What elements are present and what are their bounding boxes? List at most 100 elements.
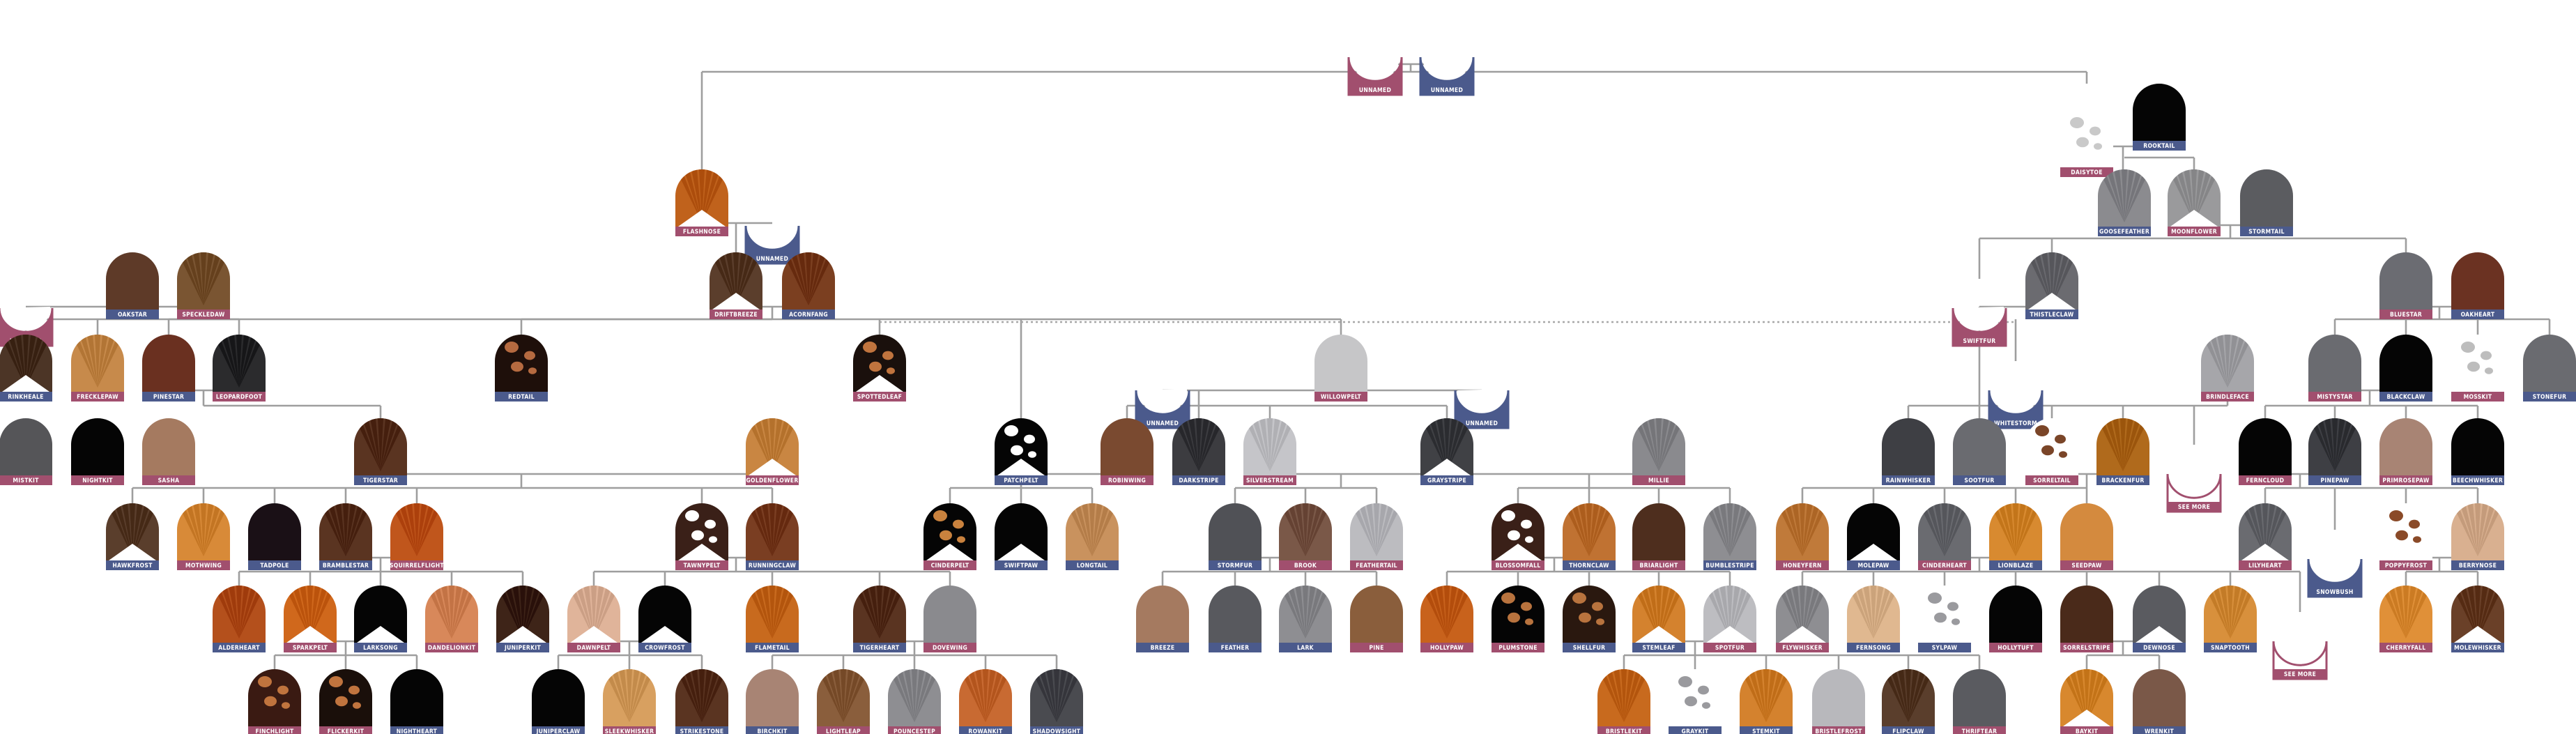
cat-node-u1[interactable]: UNNAMED	[1347, 56, 1403, 96]
cat-node-silverstream[interactable]: SILVERSTREAM	[1243, 418, 1296, 485]
cat-node-goosefeather[interactable]: GOOSEFEATHER	[2098, 169, 2151, 236]
cat-node-swiftfur[interactable]: SWIFTFUR	[1952, 307, 2007, 347]
cat-node-rainwhisker[interactable]: RAINWHISKER	[1882, 418, 1935, 485]
cat-node-sorreltail[interactable]: SORRELTAIL	[2025, 418, 2078, 485]
cat-node-frecklepaw[interactable]: FRECKLEPAW	[71, 335, 124, 402]
cat-node-seedpaw[interactable]: SEEDPAW	[2060, 503, 2113, 570]
cat-node-tigerstar[interactable]: TIGERSTAR	[354, 418, 407, 485]
cat-node-breeze[interactable]: BREEZE	[1136, 586, 1189, 652]
cat-node-tigerheart[interactable]: TIGERHEART	[853, 586, 906, 652]
cat-node-oakheart[interactable]: OAKHEART	[2451, 252, 2504, 319]
cat-node-snowbush[interactable]: SNOWBUSH	[2307, 558, 2363, 598]
cat-node-sleekwhisker[interactable]: SLEEKWHISKER	[603, 669, 656, 734]
cat-node-dandelionkit[interactable]: DANDELIONKIT	[425, 586, 478, 652]
cat-node-redtail[interactable]: REDTAIL	[495, 335, 548, 402]
cat-node-poppyfrost[interactable]: POPPYFROST	[2379, 503, 2432, 570]
cat-node-runningclaw[interactable]: RUNNINGCLAW	[746, 503, 799, 570]
cat-node-flametail[interactable]: FLAMETAIL	[746, 586, 799, 652]
cat-node-goldenflower[interactable]: GOLDENFLOWER	[746, 418, 799, 485]
cat-node-oakstar[interactable]: OAKSTAR	[106, 252, 159, 319]
cat-node-millie[interactable]: MILLIE	[1632, 418, 1685, 485]
cat-node-strikestone[interactable]: STRIKESTONE	[675, 669, 728, 734]
cat-node-juniperclaw[interactable]: JUNIPERCLAW	[532, 669, 585, 734]
cat-node-bristlefrost[interactable]: BRISTLEFROST	[1812, 669, 1865, 734]
cat-node-berrynose[interactable]: BERRYNOSE	[2451, 503, 2504, 570]
cat-node-pinestar[interactable]: PINESTAR	[142, 335, 195, 402]
cat-node-shellfur[interactable]: SHELLFUR	[1563, 586, 1616, 652]
cat-node-hollypaw[interactable]: HOLLYPAW	[1420, 586, 1473, 652]
cat-node-brackenfur[interactable]: BRACKENFUR	[2096, 418, 2149, 485]
cat-node-cinderheart[interactable]: CINDERHEART	[1918, 503, 1971, 570]
cat-node-u2[interactable]: UNNAMED	[1419, 56, 1475, 96]
cat-node-briarlight[interactable]: BRIARLIGHT	[1632, 503, 1685, 570]
cat-node-lightleap[interactable]: LIGHTLEAP	[817, 669, 870, 734]
cat-node-alderheart[interactable]: ALDERHEART	[213, 586, 266, 652]
cat-node-acornfang[interactable]: ACORNFANG	[782, 252, 835, 319]
cat-node-lionblaze[interactable]: LIONBLAZE	[1989, 503, 2042, 570]
cat-node-rooktail[interactable]: ROOKTAIL	[2133, 84, 2186, 151]
cat-node-squirrelflight[interactable]: SQUIRRELFLIGHT	[390, 503, 444, 570]
cat-node-driftbreeze[interactable]: DRIFTBREEZE	[710, 252, 762, 319]
cat-node-cherryfall[interactable]: CHERRYFALL	[2379, 586, 2432, 652]
cat-node-lark[interactable]: LARK	[1279, 586, 1332, 652]
cat-node-seemore1[interactable]: SEE MORE	[2166, 473, 2222, 513]
cat-node-nightkit[interactable]: NIGHTKIT	[71, 418, 124, 485]
cat-node-dewnose[interactable]: DEWNOSE	[2133, 586, 2186, 652]
cat-node-wrenkit[interactable]: WRENKIT	[2133, 669, 2186, 734]
cat-node-u5[interactable]: UNNAMED	[1135, 389, 1190, 429]
cat-node-brook[interactable]: BROOK	[1279, 503, 1332, 570]
cat-node-ferncloud[interactable]: FERNCLOUD	[2239, 418, 2292, 485]
cat-node-bristlekit[interactable]: BRISTLEKIT	[1597, 669, 1650, 734]
cat-node-feathertail[interactable]: FEATHERTAIL	[1350, 503, 1403, 570]
cat-node-tadpole[interactable]: TADPOLE	[248, 503, 301, 570]
cat-node-dawnpelt[interactable]: DAWNPELT	[567, 586, 620, 652]
cat-node-stonefur[interactable]: STONEFUR	[2523, 335, 2576, 402]
cat-node-blackclaw[interactable]: BLACKCLAW	[2379, 335, 2432, 402]
cat-node-thistleclaw[interactable]: THISTLECLAW	[2025, 252, 2078, 319]
cat-node-nightheart[interactable]: NIGHTHEART	[390, 669, 443, 734]
cat-node-mosskit[interactable]: MOSSKIT	[2451, 335, 2504, 402]
cat-node-larksong[interactable]: LARKSONG	[354, 586, 407, 652]
cat-node-flickerkit[interactable]: FLICKERKIT	[319, 669, 372, 734]
cat-node-swiftpaw[interactable]: SWIFTPAW	[995, 503, 1048, 570]
cat-node-sparkpelt[interactable]: SPARKPELT	[284, 586, 337, 652]
cat-node-stemkit[interactable]: STEMKIT	[1740, 669, 1793, 734]
cat-node-spottedleaf[interactable]: SPOTTEDLEAF	[853, 335, 906, 402]
cat-node-graykit[interactable]: GRAYKIT	[1669, 669, 1722, 734]
cat-node-bumblestripe[interactable]: BUMBLESTRIPE	[1703, 503, 1756, 570]
cat-node-stemleaf[interactable]: STEMLEAF	[1632, 586, 1685, 652]
cat-node-sylpaw[interactable]: SYLPAW	[1918, 586, 1971, 652]
cat-node-juniperkit[interactable]: JUNIPERKIT	[496, 586, 549, 652]
cat-node-mistkit[interactable]: MISTKIT	[0, 418, 52, 485]
cat-node-lilyheart[interactable]: LILYHEART	[2239, 503, 2292, 570]
cat-node-fernsong[interactable]: FERNSONG	[1847, 586, 1900, 652]
cat-node-moonflower[interactable]: MOONFLOWER	[2168, 169, 2221, 236]
cat-node-brindleface[interactable]: BRINDLEFACE	[2201, 335, 2254, 402]
cat-node-rinkheale[interactable]: RINKHEALE	[0, 335, 52, 402]
cat-node-pine[interactable]: PINE	[1350, 586, 1403, 652]
cat-node-leopardfoot[interactable]: LEOPARDFOOT	[213, 335, 266, 402]
cat-node-molepaw[interactable]: MOLEPAW	[1847, 503, 1900, 570]
cat-node-crowfrost[interactable]: CROWFROST	[638, 586, 691, 652]
cat-node-cinderpelt[interactable]: CINDERPELT	[923, 503, 976, 570]
cat-node-speckleclaw[interactable]: SPECKLEDAW	[177, 252, 230, 319]
cat-node-molewhisker[interactable]: MOLEWHISKER	[2451, 586, 2504, 652]
cat-node-finchlight[interactable]: FINCHLIGHT	[248, 669, 301, 734]
cat-node-baykit[interactable]: BAYKIT	[2060, 669, 2113, 734]
cat-node-dovewing[interactable]: DOVEWING	[923, 586, 976, 652]
cat-node-spotfur[interactable]: SPOTFUR	[1703, 586, 1756, 652]
cat-node-hawkfrost[interactable]: HAWKFROST	[106, 503, 159, 570]
cat-node-daisytoe[interactable]: DAISYTOE	[2060, 110, 2113, 177]
cat-node-u6[interactable]: UNNAMED	[1454, 389, 1510, 429]
cat-node-blossomfall[interactable]: BLOSSOMFALL	[1492, 503, 1544, 570]
cat-node-pinepaw[interactable]: PINEPAW	[2308, 418, 2361, 485]
cat-node-tawnypelt[interactable]: TAWNYPELT	[675, 503, 728, 570]
cat-node-rowankit[interactable]: ROWANKIT	[959, 669, 1012, 734]
cat-node-snaptooth[interactable]: SNAPTOOTH	[2204, 586, 2257, 652]
cat-node-stormfur[interactable]: STORMFUR	[1209, 503, 1262, 570]
cat-node-willowpelt[interactable]: WILLOWPELT	[1314, 335, 1367, 402]
cat-node-thriftear[interactable]: THRIFTEAR	[1953, 669, 2006, 734]
cat-node-sootfur[interactable]: SOOTFUR	[1953, 418, 2006, 485]
cat-node-feather[interactable]: FEATHER	[1209, 586, 1262, 652]
cat-node-thornclaw[interactable]: THORNCLAW	[1563, 503, 1616, 570]
